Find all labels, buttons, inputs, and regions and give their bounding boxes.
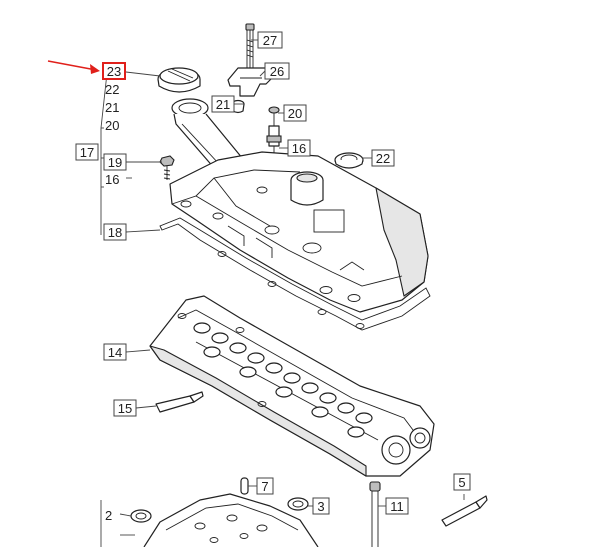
label-3[interactable]: 3 bbox=[312, 497, 330, 515]
sealant-tube-15 bbox=[155, 391, 204, 413]
highlight-arrow bbox=[47, 60, 100, 74]
label-20-text: 20 bbox=[288, 106, 302, 121]
label-23[interactable]: 23 bbox=[102, 62, 126, 80]
camshaft-lobes bbox=[193, 322, 379, 441]
label-20-list-text: 20 bbox=[105, 118, 119, 133]
label-5-text: 5 bbox=[458, 475, 465, 490]
label-26-text: 26 bbox=[270, 64, 284, 79]
leader-lines bbox=[119, 39, 465, 536]
label-7-text: 7 bbox=[261, 479, 268, 494]
label-17-text: 17 bbox=[80, 145, 94, 160]
filler-neck bbox=[171, 98, 253, 185]
label-27-text: 27 bbox=[263, 33, 277, 48]
oil-filler-cap bbox=[157, 67, 201, 93]
camshaft-housing bbox=[149, 295, 435, 477]
label-20-list[interactable]: 20 bbox=[105, 118, 119, 133]
screw-20 bbox=[268, 106, 280, 126]
bolt-11 bbox=[369, 481, 381, 547]
label-22-list[interactable]: 22 bbox=[105, 82, 119, 97]
label-11[interactable]: 11 bbox=[385, 497, 409, 515]
label-22-list-text: 22 bbox=[105, 82, 119, 97]
label-14-text: 14 bbox=[108, 345, 122, 360]
label-22-text: 22 bbox=[376, 151, 390, 166]
label-16-list[interactable]: 16 bbox=[105, 172, 119, 187]
group-bracket-17 bbox=[100, 63, 109, 235]
label-18[interactable]: 18 bbox=[103, 223, 127, 241]
label-26[interactable]: 26 bbox=[264, 62, 290, 80]
label-19[interactable]: 19 bbox=[103, 153, 127, 171]
sensor-16 bbox=[266, 125, 282, 160]
label-19-text: 19 bbox=[108, 155, 122, 170]
label-21[interactable]: 21 bbox=[211, 95, 235, 113]
bolt-27 bbox=[245, 23, 255, 70]
label-16-text: 16 bbox=[292, 141, 306, 156]
label-18-text: 18 bbox=[108, 225, 122, 240]
cylinder-head-cover bbox=[169, 151, 429, 313]
label-3-text: 3 bbox=[317, 499, 324, 514]
label-14[interactable]: 14 bbox=[103, 343, 127, 361]
label-23-text: 23 bbox=[107, 64, 121, 79]
label-2[interactable]: 2 bbox=[100, 500, 112, 547]
label-11-text: 11 bbox=[390, 499, 404, 514]
label-15[interactable]: 15 bbox=[113, 399, 137, 417]
bolt-19 bbox=[159, 155, 175, 180]
label-16-list-text: 16 bbox=[105, 172, 119, 187]
label-22[interactable]: 22 bbox=[371, 149, 395, 167]
sealant-tube-5 bbox=[441, 495, 488, 527]
label-27[interactable]: 27 bbox=[257, 31, 283, 49]
bracket-26 bbox=[227, 67, 275, 97]
label-5[interactable]: 5 bbox=[453, 473, 471, 491]
label-21-text: 21 bbox=[216, 97, 230, 112]
seal-3 bbox=[287, 497, 309, 511]
label-15-text: 15 bbox=[118, 401, 132, 416]
gasket-18 bbox=[159, 217, 431, 331]
cylinder-head bbox=[143, 493, 319, 547]
pin-7 bbox=[240, 477, 249, 495]
label-21-list[interactable]: 21 bbox=[105, 100, 119, 115]
label-2-text: 2 bbox=[105, 508, 112, 523]
seal-2 bbox=[130, 509, 152, 523]
seal-ring-22 bbox=[334, 152, 364, 169]
label-16[interactable]: 16 bbox=[287, 139, 311, 157]
label-17[interactable]: 17 bbox=[75, 143, 99, 161]
label-7[interactable]: 7 bbox=[256, 477, 274, 495]
label-21-list-text: 21 bbox=[105, 100, 119, 115]
label-20[interactable]: 20 bbox=[283, 104, 307, 122]
